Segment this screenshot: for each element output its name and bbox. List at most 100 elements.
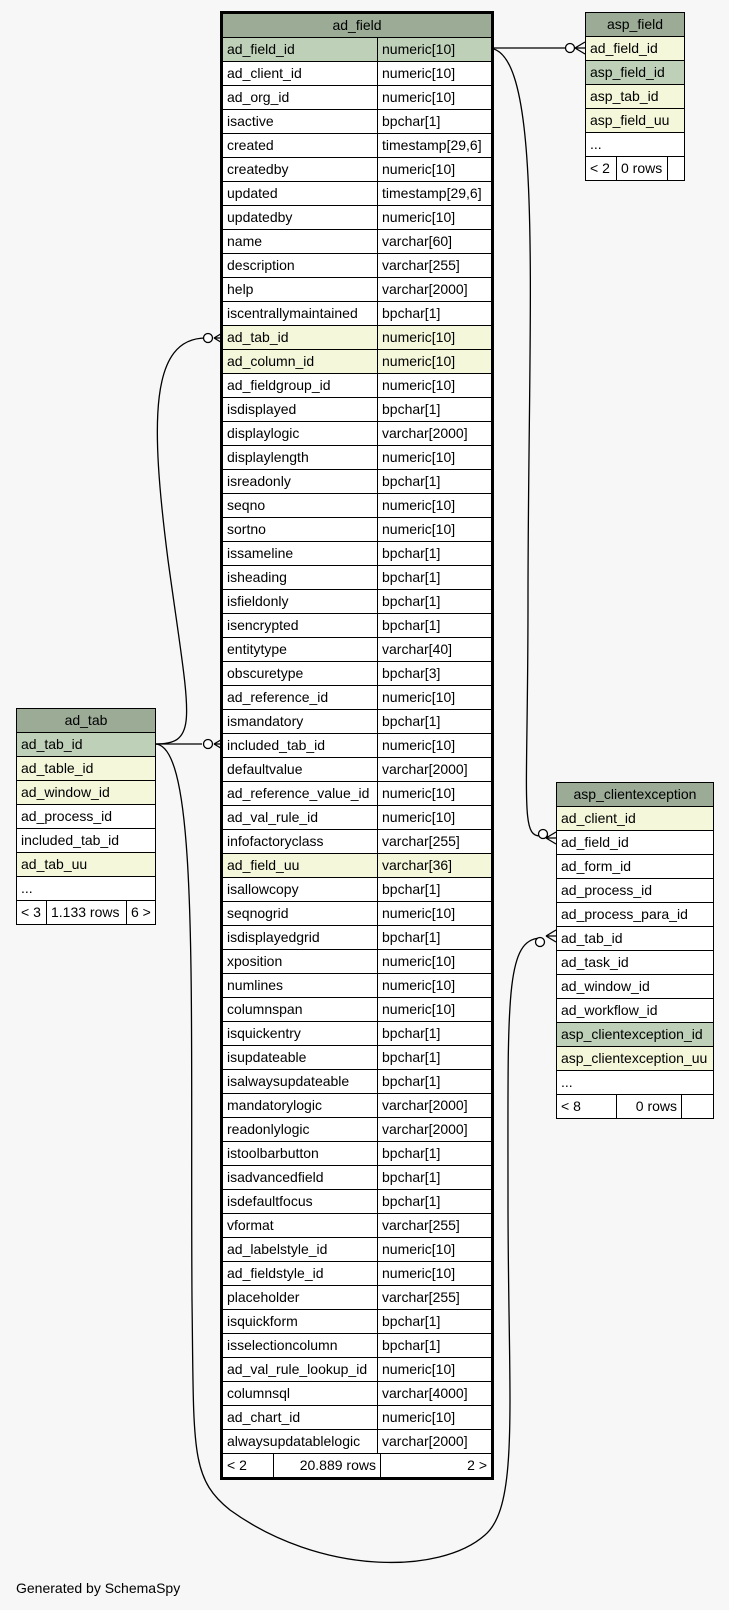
table-row[interactable]: ad_process_id (557, 879, 713, 903)
children-link[interactable]: 2 > (380, 1454, 491, 1477)
children-link[interactable] (667, 157, 684, 180)
table-row[interactable]: ad_task_id (557, 951, 713, 975)
table-title[interactable]: ad_field (223, 14, 491, 38)
parents-link[interactable]: < 3 (21, 904, 41, 920)
parents-link[interactable]: < 8 (561, 1098, 581, 1114)
table-row[interactable]: asp_clientexception_uu (557, 1047, 713, 1071)
table-row[interactable]: ad_tab_id (557, 927, 713, 951)
table-title[interactable]: ad_tab (17, 709, 155, 733)
table-title[interactable]: asp_field (586, 13, 684, 37)
table-row[interactable]: asp_field_id (586, 61, 684, 85)
parents-link[interactable]: < 2 (227, 1457, 247, 1473)
table-row[interactable]: ad_tab_id (17, 733, 155, 757)
children-link[interactable] (681, 1095, 713, 1118)
table-row[interactable]: ... (557, 1071, 713, 1095)
table-row[interactable]: ad_field_id (557, 831, 713, 855)
column-name: entitytype (227, 641, 287, 657)
table-row[interactable]: ad_form_id (557, 855, 713, 879)
table-row[interactable]: ad_tab_uu (17, 853, 155, 877)
table-row[interactable]: asp_field_uu (586, 109, 684, 133)
table-row[interactable]: ad_process_para_id (557, 903, 713, 927)
table-row[interactable]: ... (17, 877, 155, 901)
table-row[interactable]: asp_tab_id (586, 85, 684, 109)
table-row[interactable]: included_tab_id (17, 829, 155, 853)
table-row[interactable]: ad_client_id (557, 807, 713, 831)
table-row[interactable]: ad_field_id (586, 37, 684, 61)
table-title[interactable]: asp_clientexception (557, 783, 713, 807)
table-row[interactable]: ad_process_id (17, 805, 155, 829)
table-row[interactable]: ad_window_id (17, 781, 155, 805)
children-link[interactable]: 6 > (126, 901, 155, 924)
table-row[interactable]: ad_table_id (17, 757, 155, 781)
table-row[interactable]: ... (586, 133, 684, 157)
table-row[interactable]: asp_clientexception_id (557, 1023, 713, 1047)
table-row[interactable]: ad_window_id (557, 975, 713, 999)
parents-link[interactable]: < 2 (590, 160, 610, 176)
table-row[interactable]: ad_workflow_id (557, 999, 713, 1023)
